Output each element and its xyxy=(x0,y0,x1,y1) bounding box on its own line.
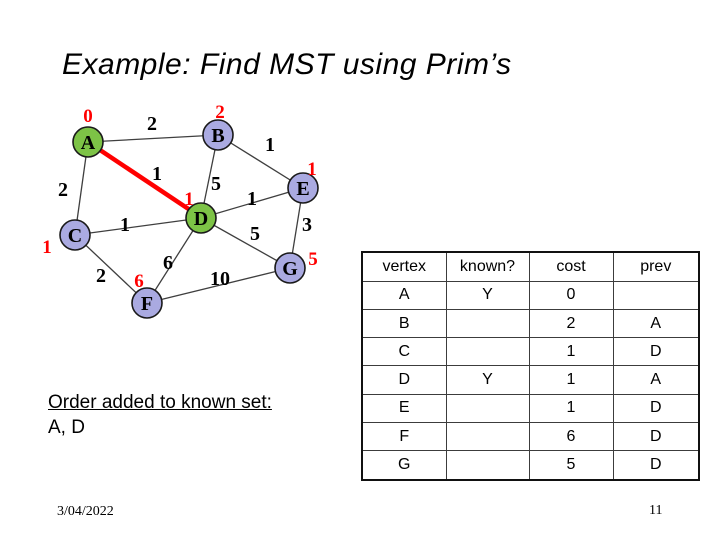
cost-label-G: 5 xyxy=(308,249,318,270)
vertex-B-label: B xyxy=(211,125,224,147)
vertex-D-label: D xyxy=(194,208,208,230)
vertex-E-label: E xyxy=(296,178,309,200)
edge-D-E xyxy=(200,187,304,219)
vertex-G-circle xyxy=(274,252,306,284)
edge-D-F xyxy=(146,217,202,304)
cell-cost: 0 xyxy=(528,280,614,310)
table-row: D Y 1 A xyxy=(361,365,700,395)
cell-vertex: G xyxy=(361,450,447,481)
vertex-E-circle xyxy=(287,172,319,204)
table-row: B 2 A xyxy=(361,308,700,339)
edge-weight-D-E: 1 xyxy=(247,188,257,210)
cell-known: Y xyxy=(445,280,530,310)
cost-label-C: 1 xyxy=(42,237,52,258)
edge-weight-B-D: 5 xyxy=(211,173,221,195)
edge-C-D xyxy=(74,217,202,236)
cell-known: Y xyxy=(445,365,530,395)
vertex-F-label: F xyxy=(141,293,153,315)
edge-D-G xyxy=(200,217,291,269)
cell-cost: 5 xyxy=(528,450,614,481)
cell-prev: A xyxy=(612,365,700,395)
cell-known xyxy=(445,308,530,339)
vertex-A-circle xyxy=(72,126,104,158)
edge-weight-A-D: 1 xyxy=(152,163,162,185)
cost-label-D: 1 xyxy=(184,189,194,210)
cell-cost: 1 xyxy=(528,365,614,395)
table-row: G 5 D xyxy=(361,450,700,481)
page-number: 11 xyxy=(649,503,663,518)
column-header-known: known? xyxy=(445,251,530,282)
edge-weight-A-C: 2 xyxy=(58,179,68,201)
cost-label-E: 1 xyxy=(307,159,317,180)
cell-prev: A xyxy=(612,308,700,339)
cost-label-F: 6 xyxy=(134,271,144,292)
cell-known xyxy=(445,337,530,367)
edge-B-E xyxy=(217,134,304,189)
edge-weight-C-D: 1 xyxy=(120,214,130,236)
cell-vertex: C xyxy=(361,337,447,367)
edge-weight-D-F: 6 xyxy=(163,252,173,274)
edge-A-B xyxy=(87,134,219,143)
cell-known xyxy=(445,393,530,424)
column-header-cost: cost xyxy=(528,251,614,282)
cell-prev: D xyxy=(612,422,700,452)
cell-known xyxy=(445,450,530,481)
edge-C-F xyxy=(74,234,148,304)
slide-date: 3/04/2022 xyxy=(57,504,114,519)
cell-vertex: D xyxy=(361,365,447,395)
known-set-note-value: A, D xyxy=(48,417,85,438)
edge-F-G xyxy=(146,267,291,304)
state-table: vertex known? cost prev A Y 0 B 2 A C 1 xyxy=(361,251,700,481)
edge-weight-F-G: 10 xyxy=(210,268,230,290)
cell-cost: 1 xyxy=(528,393,614,424)
table-row: A Y 0 xyxy=(361,280,700,310)
cell-vertex: F xyxy=(361,422,447,452)
cell-cost: 2 xyxy=(528,308,614,339)
vertex-C-circle xyxy=(59,219,91,251)
table-row: F 6 D xyxy=(361,422,700,452)
column-header-prev: prev xyxy=(612,251,700,282)
known-set-note-heading: Order added to known set: xyxy=(48,392,272,413)
vertex-D-circle xyxy=(185,202,217,234)
cell-prev: D xyxy=(612,450,700,481)
edge-A-D-mst-highlight xyxy=(85,139,202,219)
cost-label-B: 2 xyxy=(215,102,225,123)
table-row: E 1 D xyxy=(361,393,700,424)
edge-weight-B-E: 1 xyxy=(265,134,275,156)
vertex-B-circle xyxy=(202,119,234,151)
edge-weight-A-B: 2 xyxy=(147,113,157,135)
cell-vertex: A xyxy=(361,280,447,310)
vertex-A-label: A xyxy=(81,132,96,154)
edge-weight-D-G: 5 xyxy=(250,223,260,245)
cell-prev: D xyxy=(612,393,700,424)
cost-label-A: 0 xyxy=(83,106,93,127)
edge-weight-C-F: 2 xyxy=(96,265,106,287)
cell-prev xyxy=(612,280,700,310)
vertex-F-circle xyxy=(131,287,163,319)
known-set-note: Order added to known set: A, D xyxy=(48,392,272,439)
cell-prev-highlighted: D xyxy=(612,337,700,367)
cell-known xyxy=(445,422,530,452)
table-header-row: vertex known? cost prev xyxy=(361,251,700,282)
column-header-vertex: vertex xyxy=(361,251,447,282)
vertex-C-label: C xyxy=(68,225,82,247)
edge-weight-E-G: 3 xyxy=(302,214,312,236)
vertex-G-label: G xyxy=(282,258,298,280)
cell-vertex: E xyxy=(361,393,447,424)
cell-vertex: B xyxy=(361,308,447,339)
cell-cost: 6 xyxy=(528,422,614,452)
cell-cost: 1 xyxy=(528,337,614,367)
table-row: C 1 D xyxy=(361,337,700,367)
state-table-container: vertex known? cost prev A Y 0 B 2 A C 1 xyxy=(361,251,700,481)
slide-title: Example: Find MST using Prim’s xyxy=(62,48,512,81)
